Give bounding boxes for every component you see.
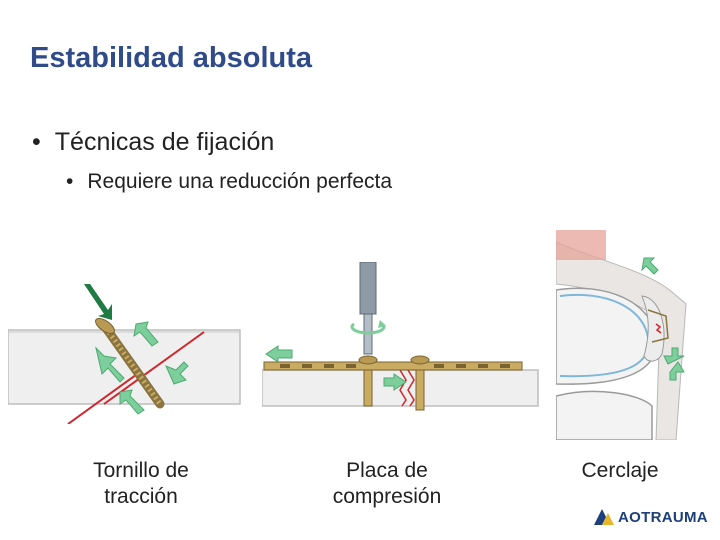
fracture-line	[399, 369, 407, 407]
screw-icon	[410, 355, 430, 411]
screw-icon	[358, 355, 378, 407]
caption-compression-plate: Placa de compresión	[306, 458, 468, 510]
muscle	[556, 230, 606, 260]
arrow-icon	[663, 347, 685, 365]
arrow-icon	[133, 321, 159, 347]
caption-line: compresión	[332, 485, 442, 508]
bullet-level-1: • Técnicas de fijación	[32, 128, 274, 157]
cerclage-wire	[647, 309, 669, 343]
caption-cerclage: Cerclaje	[560, 458, 680, 484]
arrow-icon	[641, 257, 659, 275]
compression-plate	[263, 361, 523, 371]
screwdriver	[359, 262, 377, 315]
caption-lag-screw: Tornillo de tracción	[60, 458, 222, 510]
bullet-dot: •	[32, 128, 41, 156]
bullet-level-2: • Requiere una reducción perfecta	[66, 170, 392, 194]
fracture-line	[655, 323, 662, 334]
arrow-left-icon	[383, 373, 407, 391]
arrow-icon	[95, 346, 125, 383]
ao-trauma-logo: AOTRAUMA	[594, 506, 708, 528]
screw-icon	[95, 317, 165, 409]
compression-plate-illustration	[262, 262, 539, 411]
logo-mark-icon	[594, 509, 614, 525]
bone-segment	[262, 369, 539, 407]
cerclage-illustration	[556, 230, 720, 440]
caption-line: Tornillo de	[93, 459, 189, 482]
arrow-icon	[669, 361, 685, 381]
slide-title: Estabilidad absoluta	[30, 42, 312, 74]
arrow-icon	[165, 361, 189, 385]
caption-line: Placa de	[346, 459, 428, 482]
tibia	[556, 390, 653, 440]
arrow-left-icon	[265, 345, 293, 363]
caption-line: Cerclaje	[581, 459, 659, 482]
bullet-2-text: Requiere una reducción perfecta	[87, 170, 393, 193]
arrow-icon	[119, 389, 145, 415]
rotate-arrow-icon	[350, 322, 386, 335]
patella	[641, 295, 665, 362]
caption-line: tracción	[104, 485, 178, 508]
logo-text: AOTRAUMA	[618, 508, 708, 526]
bullet-dot: •	[66, 170, 74, 193]
lag-screw-illustration	[8, 284, 241, 424]
bullet-1-text: Técnicas de fijación	[54, 128, 275, 156]
arrow-down-icon	[84, 284, 112, 320]
